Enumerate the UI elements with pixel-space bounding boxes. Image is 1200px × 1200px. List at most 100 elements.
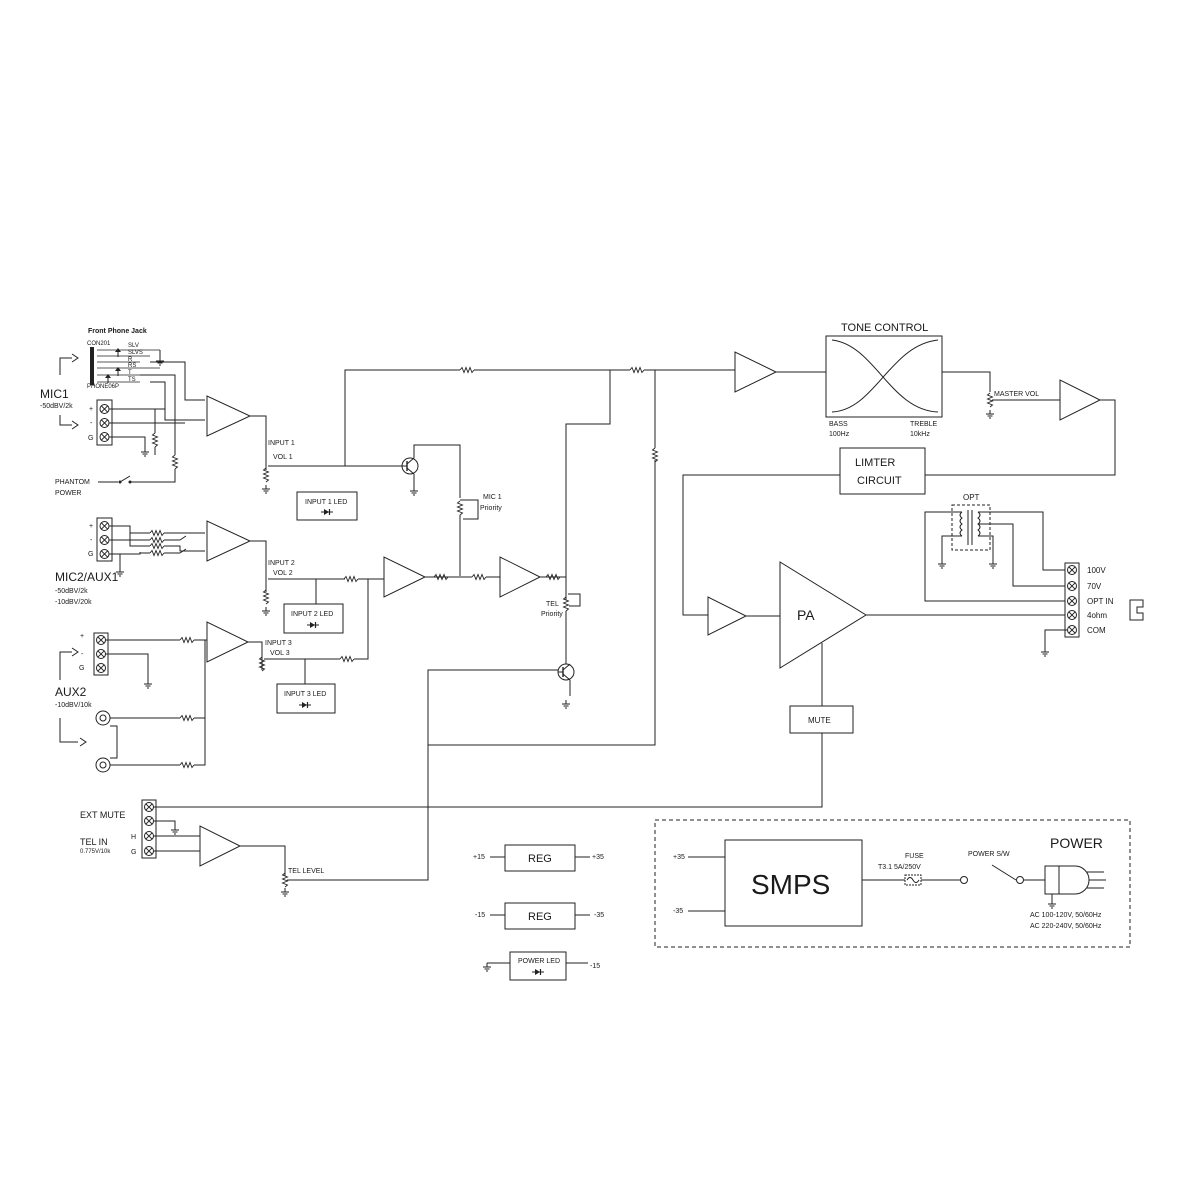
output-terminal-com	[1067, 625, 1077, 635]
pa-amplifier	[779, 561, 867, 669]
jack-pin-r: R	[128, 357, 133, 363]
tel-priority-label: TEL	[546, 601, 559, 608]
jack-pin-rs: RS	[128, 363, 136, 369]
phantom-label-2: POWER	[55, 490, 81, 497]
output-label-com: COM	[1087, 626, 1106, 635]
input2-volume-pot	[263, 589, 269, 605]
mic2-pin-minus: -	[90, 537, 93, 544]
tone-input-amp	[734, 351, 778, 393]
output-label-100v: 100V	[1087, 566, 1106, 575]
mic2-preamp	[206, 520, 252, 562]
bass-label: BASS	[829, 421, 848, 428]
output-label-70v: 70V	[1087, 582, 1102, 591]
mic2-terminal-ground	[99, 549, 110, 559]
tel-preamp	[199, 825, 242, 867]
jack-pin-slvs: SLVS	[128, 350, 143, 356]
opt-transformer-box	[951, 504, 991, 551]
ac-spec-2: AC 220-240V, 50/60Hz	[1030, 923, 1102, 930]
jack-pin-slv: SLV	[128, 343, 139, 349]
mic1-label: MIC1	[40, 387, 69, 401]
mixer-amp	[383, 556, 427, 598]
input1-led-label: INPUT 1 LED	[305, 499, 347, 506]
power-led-rail: -15	[590, 963, 600, 970]
aux2-spec: -10dBV/10k	[55, 702, 92, 709]
tel-terminal-mute-ground	[144, 816, 154, 826]
mic1-pin-ground: G	[88, 435, 93, 442]
output-label-opt-in: OPT IN	[1087, 597, 1114, 606]
mic1-preamp	[206, 395, 252, 437]
tel-terminal-ground	[144, 846, 154, 856]
mic1-priority-label-2: Priority	[480, 505, 502, 512]
opt-jumper-icon	[1129, 599, 1144, 621]
mic1-priority-label: MIC 1	[483, 494, 502, 501]
phantom-power-switch	[98, 475, 132, 484]
limiter-box	[839, 447, 926, 495]
mic1-terminal-minus	[99, 418, 110, 428]
aux2-rca-jack-1	[95, 710, 111, 726]
master-vol-label: MASTER VOL	[994, 391, 1039, 398]
input1-vol-label-2: VOL 1	[273, 454, 293, 461]
input2-vol-label: INPUT 2	[268, 560, 295, 567]
power-plug-icon	[1044, 865, 1106, 900]
tone-control-title: TONE CONTROL	[841, 322, 928, 334]
bass-freq: 100Hz	[829, 431, 850, 438]
aux2-terminal-ground	[96, 663, 106, 673]
output-label-4ohm: 4ohm	[1087, 611, 1107, 620]
mic1-terminal-plus	[99, 404, 110, 414]
reg2-label: REG	[528, 911, 552, 923]
power-switch	[991, 864, 1017, 881]
mic1-terminal-ground	[99, 432, 110, 442]
aux2-label: AUX2	[55, 685, 87, 699]
mic2-spec-2: -10dBV/20k	[55, 599, 92, 606]
smps-box	[724, 839, 863, 927]
mute-box	[789, 705, 854, 734]
mic2-label: MIC2/AUX1	[55, 570, 119, 584]
tel-priority-label-2: Priority	[541, 611, 563, 618]
aux2-terminal-minus	[96, 649, 106, 659]
reg2-left-rail: -15	[475, 912, 485, 919]
tel-pin-hot: H	[131, 834, 136, 841]
aux2-terminal-plus	[96, 635, 106, 645]
limiter-label: LIMTER	[855, 457, 895, 469]
aux2-preamp	[206, 621, 250, 663]
limiter-label-2: CIRCUIT	[857, 475, 902, 487]
input1-vol-label: INPUT 1	[268, 440, 295, 447]
smps-label: SMPS	[751, 869, 830, 900]
aux2-rca-jack-2	[95, 757, 111, 773]
mic2-pin-plus: +	[89, 523, 93, 530]
smps-rail-pos: +35	[673, 854, 685, 861]
pa-driver-amp	[707, 596, 748, 636]
input1-led-box	[296, 491, 358, 521]
ext-mute-label: EXT MUTE	[80, 810, 125, 820]
aux2-pin-minus: -	[81, 651, 84, 658]
treble-freq: 10kHz	[910, 431, 930, 438]
phantom-label: PHANTOM	[55, 479, 90, 486]
tel-mix-amp	[499, 556, 542, 598]
mic1-spec: -50dBV/2k	[40, 403, 73, 410]
front-jack-title: Front Phone Jack	[88, 328, 147, 335]
mic1-pin-plus: +	[89, 406, 93, 413]
input1-transistor	[401, 457, 419, 475]
output-terminal-100v	[1067, 565, 1077, 575]
input3-led-box	[276, 683, 336, 714]
mic1-priority-pot	[457, 500, 463, 516]
pa-label: PA	[797, 607, 815, 623]
reg2-right-rail: -35	[594, 912, 604, 919]
reg2-box	[504, 902, 576, 930]
reg1-left-rail: +15	[473, 854, 485, 861]
aux2-pin-plus: +	[80, 633, 84, 640]
input3-vol-label-2: VOL 3	[270, 650, 290, 657]
front-jack-part-label: PHONE06P	[87, 384, 119, 390]
output-terminal-4ohm	[1067, 610, 1077, 620]
power-led-box	[509, 951, 567, 981]
mic1-pin-minus: -	[90, 420, 93, 427]
tel-transistor	[557, 663, 575, 681]
jack-pin-ts: TS	[128, 377, 136, 383]
input1-volume-pot	[263, 467, 269, 483]
reg1-label: REG	[528, 853, 552, 865]
front-jack-con-label: CON201	[87, 341, 111, 347]
ext-mute-terminal	[144, 802, 154, 812]
smps-rail-neg: -35	[673, 908, 683, 915]
power-led-label: POWER LED	[518, 958, 560, 965]
mute-label: MUTE	[808, 716, 831, 725]
